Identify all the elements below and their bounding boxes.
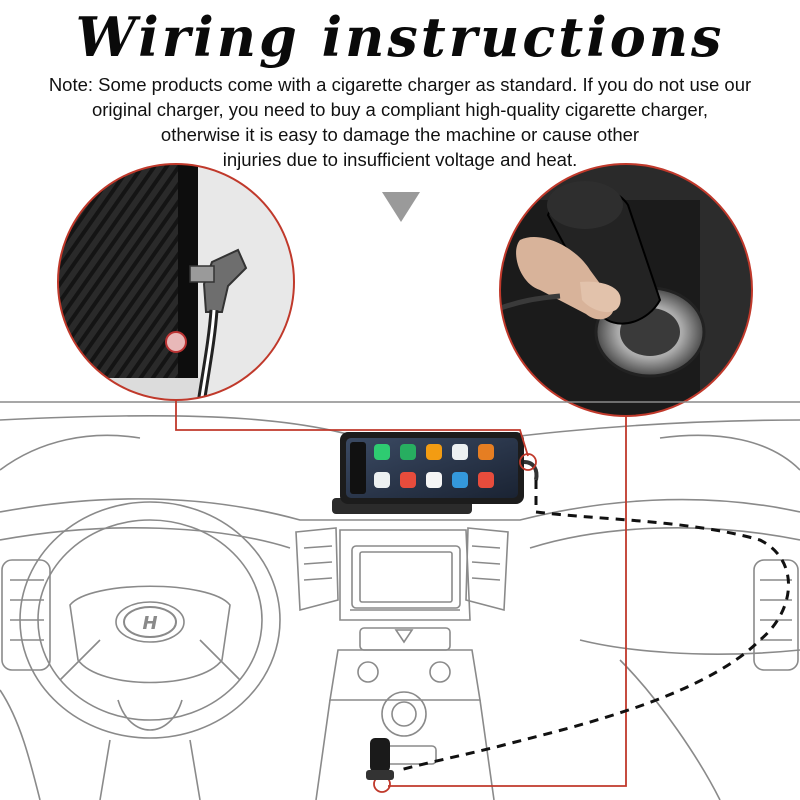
- cigarette-charger: [366, 738, 394, 780]
- note-line-1: Note: Some products come with a cigarett…: [48, 74, 752, 95]
- connector-lines: [175, 400, 627, 793]
- page-title: Wiring instructions: [75, 5, 725, 69]
- note-line-4: injuries due to insufficient voltage and…: [222, 149, 578, 170]
- svg-text:H: H: [142, 613, 157, 634]
- device-port-closeup: [58, 164, 294, 400]
- cable-route-dashed: [399, 480, 790, 772]
- car-logo-icon: H: [123, 606, 177, 638]
- note-line-3: otherwise it is easy to damage the machi…: [160, 124, 640, 145]
- down-arrow-icon: [382, 192, 420, 222]
- carplay-app-icons: [374, 444, 494, 488]
- note-line-2: original charger, you need to buy a comp…: [91, 99, 708, 120]
- charger-socket-closeup: [500, 164, 752, 416]
- carplay-device: [332, 432, 539, 514]
- note-text: Note: Some products come with a cigarett…: [40, 72, 760, 172]
